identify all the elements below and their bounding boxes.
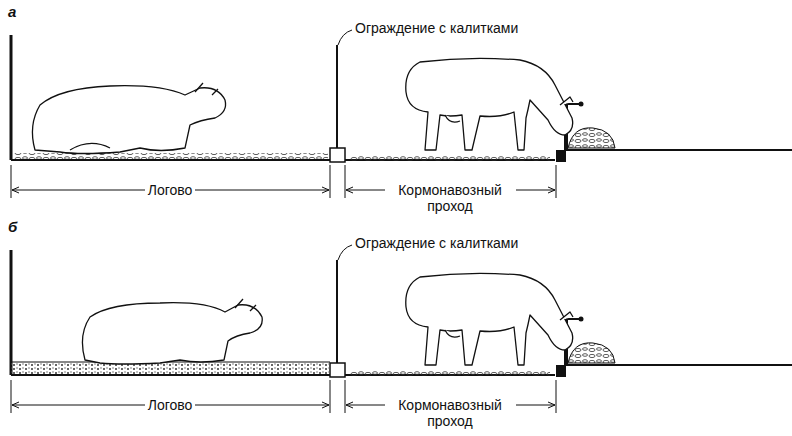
dimension-label: Кормонавозный проход	[385, 397, 516, 429]
panel-letter: б	[8, 219, 17, 235]
fence-label: Ограждение с калитками	[355, 20, 518, 36]
dimension-label: Логово	[145, 397, 196, 413]
fence-label: Ограждение с калитками	[355, 235, 518, 251]
dimension-label: Кормонавозный проход	[385, 182, 516, 214]
panel-letter: а	[8, 4, 16, 20]
dimension-label: Логово	[145, 182, 196, 198]
